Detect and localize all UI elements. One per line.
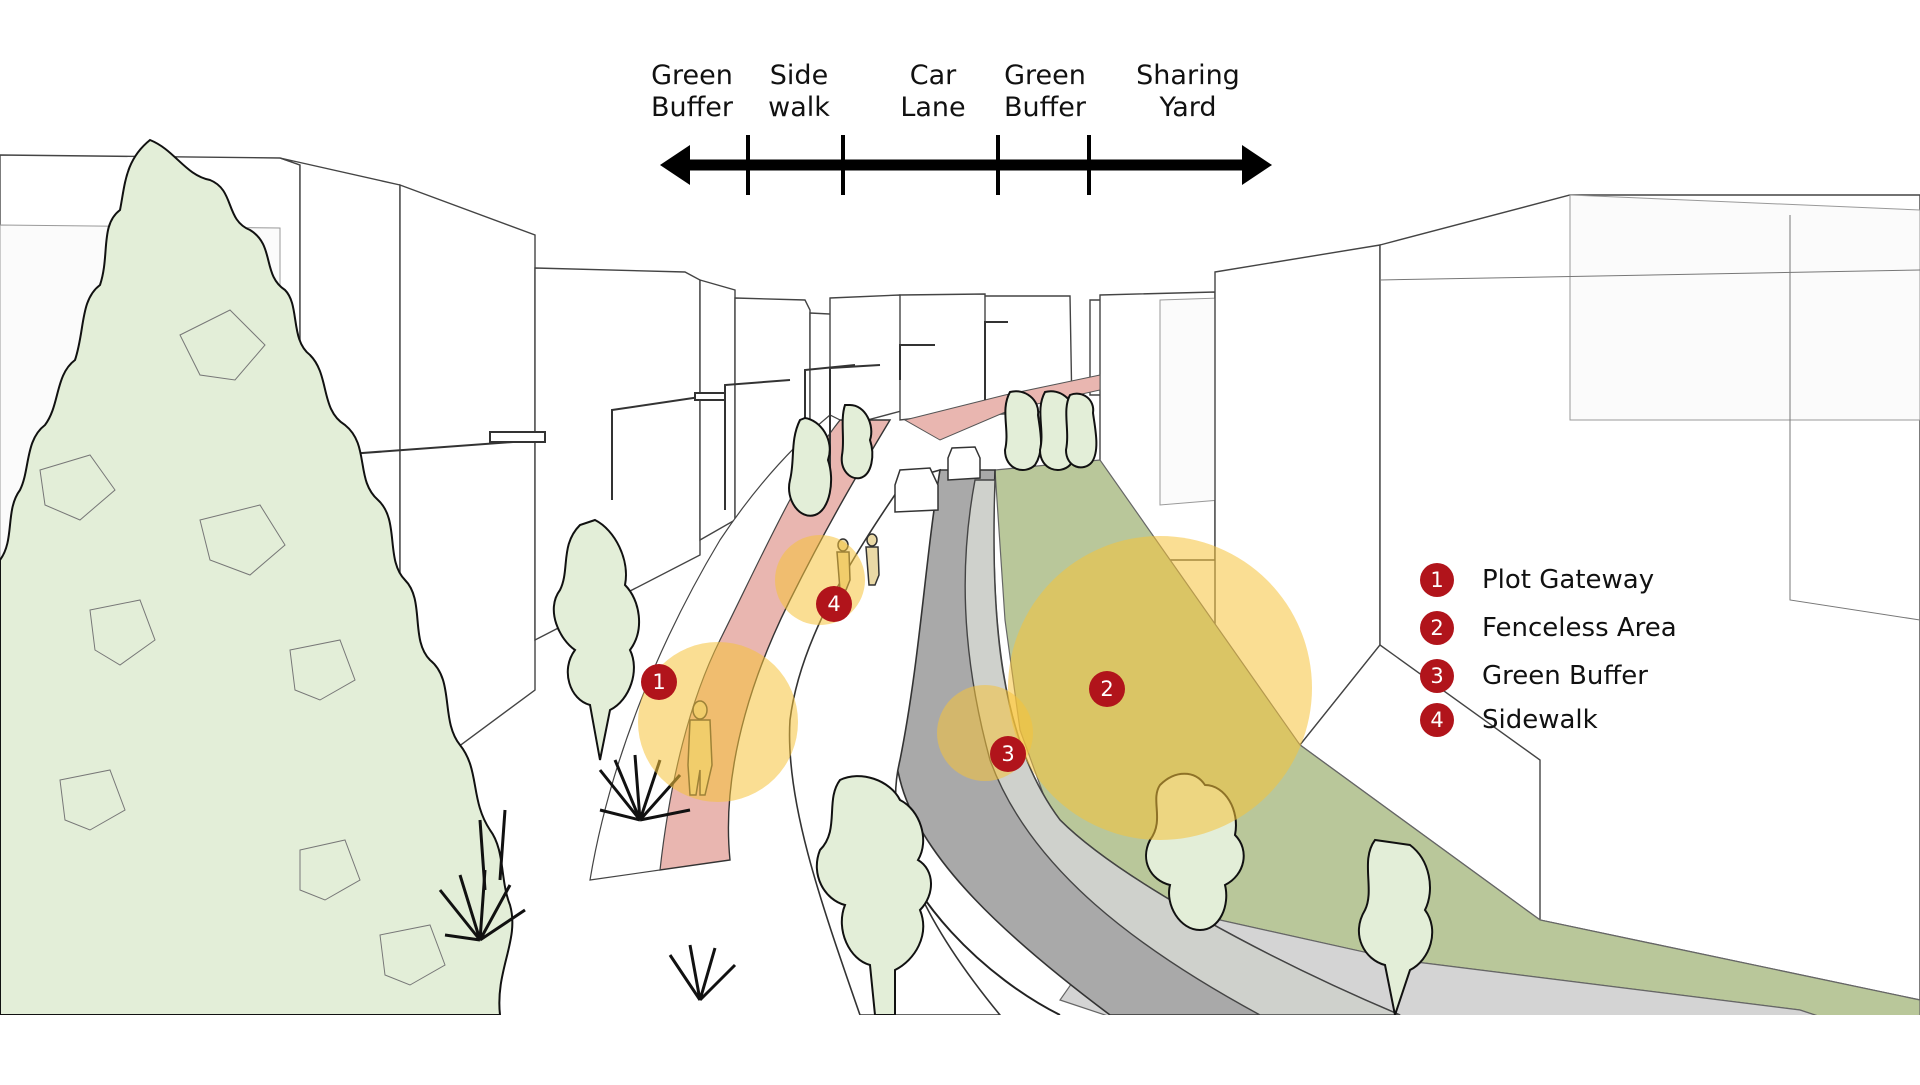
legend-label: Green Buffer: [1482, 661, 1648, 691]
tree-gaps: [39, 309, 446, 986]
foreground-tree: [0, 138, 514, 1016]
agave-plants: [438, 754, 737, 1002]
marker-plot-gateway: 1: [641, 664, 677, 700]
marker-fenceless-area: 2: [1089, 671, 1125, 707]
cars: [894, 446, 981, 513]
marker-sidewalk: 4: [816, 586, 852, 622]
legend-label: Plot Gateway: [1482, 565, 1655, 595]
legend-number: 4: [1420, 703, 1454, 737]
plot-gateway-highlight: [638, 642, 798, 802]
marker-green-buffer: 3: [990, 736, 1026, 772]
legend-label: Fenceless Area: [1482, 613, 1677, 643]
legend-number: 2: [1420, 611, 1454, 645]
legend-item-fenceless-area: 2 Fenceless Area: [1420, 608, 1677, 648]
legend-item-green-buffer: 3 Green Buffer: [1420, 656, 1648, 696]
legend-label: Sidewalk: [1482, 705, 1598, 735]
fenceless-area-highlight: [1008, 536, 1312, 840]
legend-number: 1: [1420, 563, 1454, 597]
legend-item-plot-gateway: 1 Plot Gateway: [1420, 560, 1654, 600]
section-arrow: [660, 135, 1272, 195]
legend-item-sidewalk: 4 Sidewalk: [1420, 700, 1598, 740]
legend-number: 3: [1420, 659, 1454, 693]
highlight-circles: [638, 535, 1312, 840]
